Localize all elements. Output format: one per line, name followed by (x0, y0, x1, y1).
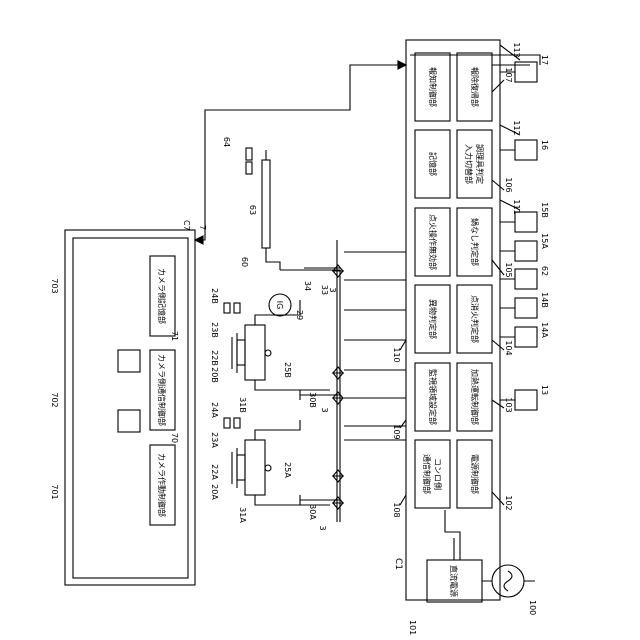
burner-A-ref-22A: 22A (210, 464, 219, 480)
controller-outer-frame (406, 40, 500, 600)
module-label-cookware-judge-1: 調理具判定 (475, 144, 485, 184)
grill-ref-63: 63 (248, 205, 257, 215)
module-label-region-setting: 監視領域設定部 (428, 369, 438, 425)
burner-B (224, 300, 330, 390)
module-label-ignition-judge: 点消火判定部 (470, 295, 480, 343)
signal-wires (344, 252, 406, 440)
module-label-pot-judge: 鍋なし判定部 (470, 218, 480, 266)
output-ref-15A: 15A (540, 233, 549, 249)
module-label-alarm-control: 報知制御部 (428, 67, 438, 107)
camera-ref-703: 703 (50, 278, 59, 293)
grill-ref-34: 34 (303, 281, 312, 291)
dc-power-ref: 101 (408, 620, 417, 635)
camera-ref-702: 702 (50, 392, 59, 407)
camera-sensor-70 (118, 410, 140, 432)
module-label-comm-control-2: 通信制御部 (422, 454, 432, 494)
output-ref-14B: 14B (540, 292, 549, 308)
grill-ref-33: 33 (320, 285, 329, 295)
burner-A-ref-23A: 23A (210, 432, 219, 448)
ref-109: 109 (392, 424, 401, 439)
ref-106: 106 (504, 177, 513, 192)
module-label-ignition-operation: 点火操作無効部 (428, 214, 438, 270)
burner-B-ref-20B: 20B (210, 367, 219, 383)
ref-105: 105 (504, 262, 513, 277)
camera-box-ref: C7 (182, 220, 191, 231)
dc-power-label: 直流電源 (449, 565, 459, 597)
output-boxes (500, 62, 537, 410)
burner-A-ref-20A: 20A (210, 484, 219, 500)
camera-module-label-comm: カメラ側通信制御部 (157, 354, 167, 426)
burner-A-ref-25A: 25A (283, 462, 292, 478)
module-label-power-control: 電源制御部 (470, 454, 480, 494)
grill-ref-3: 3 (328, 287, 337, 292)
valves (333, 265, 343, 509)
burner-B-ref-3: 3 (320, 407, 329, 412)
camera-sub-ref-70: 70 (170, 433, 179, 443)
ac-source-ref: 100 (528, 600, 537, 615)
module-label-comm-control-1: コンロ側 (433, 458, 443, 490)
burner-B-ref-24B: 24B (210, 288, 219, 304)
module-label-restore: 報除復帰部 (470, 67, 480, 107)
leader-lines (400, 45, 520, 505)
burner-B-ref-22B: 22B (210, 350, 219, 366)
camera-ref-701: 701 (50, 484, 59, 499)
grill-ref-64: 64 (222, 137, 231, 147)
burner-A-ref-31A: 31A (238, 507, 247, 523)
module-label-heating-control: 加熱運転制御部 (470, 369, 480, 425)
output-ref-16: 16 (540, 140, 549, 150)
controller-comm-arrow (398, 61, 406, 69)
output-ref-62: 62 (540, 266, 549, 276)
burner-A-ref-24A: 24A (210, 402, 219, 418)
camera-sensor-71 (118, 350, 140, 372)
output-ref-15B: 15B (540, 202, 549, 218)
dc-to-controller-line (445, 510, 460, 560)
module-box-cookware-judge (457, 130, 492, 198)
burner-A-ref-30A: 30A (308, 504, 317, 520)
output-ref-17: 17 (540, 55, 549, 65)
camera-inner-frame (73, 238, 188, 578)
module-label-cookware-judge-2: 入力切替部 (464, 144, 474, 184)
burner-A (224, 418, 330, 505)
controller-ref: C1 (393, 558, 403, 570)
ref-107: 107 (504, 67, 513, 82)
grill-ref-60: 60 (240, 257, 249, 267)
burner-B-ref-31B: 31B (238, 397, 247, 413)
camera-ref: 7 (198, 225, 207, 230)
camera-sub-ref-71: 71 (170, 331, 179, 341)
diagram-rotated-group: C1 報除復帰部 調理具判定 入力切替部 鍋なし判定部 点消火判定部 加熱運転制… (50, 40, 549, 635)
burner-B-ref-23B: 23B (210, 322, 219, 338)
ref-104: 104 (504, 340, 513, 355)
camera-module-label-operation: カメラ作動制御部 (157, 453, 167, 517)
camera-comm-arrow (195, 236, 203, 244)
camera-module-label-storage: カメラ側記憶部 (157, 268, 167, 324)
module-label-abnormal-judge: 異物判定部 (428, 299, 438, 339)
burner-B-ref-30B: 30B (308, 392, 317, 408)
module-label-storage: 記憶部 (428, 152, 438, 176)
burner-B-ref-25B: 25B (283, 362, 292, 378)
output-ref-14A: 14A (540, 322, 549, 338)
ref-102: 102 (504, 495, 513, 510)
module-box-comm-control (415, 440, 450, 508)
igniter-label: IG (275, 301, 284, 310)
ac-source-wave (504, 571, 512, 591)
igniter-ref: 29 (295, 310, 304, 320)
output-ref-13: 13 (540, 385, 549, 395)
burner-A-ref-3: 3 (318, 525, 327, 530)
